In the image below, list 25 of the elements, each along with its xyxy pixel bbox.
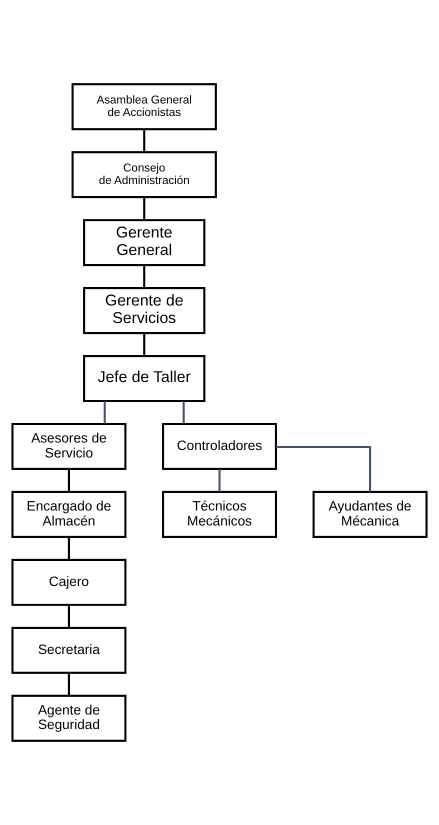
node-box: Agente de Seguridad [11, 694, 126, 742]
connector [68, 537, 70, 560]
node-box: Consejo de Administración [72, 151, 217, 198]
connector [143, 333, 146, 356]
connector [182, 401, 185, 424]
node-box: Encargado de Almacén [11, 490, 126, 538]
node-box: Asesores de Servicio [11, 422, 126, 470]
connector [68, 605, 70, 628]
connector [143, 197, 146, 220]
node-box: Secretaria [11, 626, 126, 674]
node-box: Gerente de Servicios [83, 287, 206, 334]
connector [68, 673, 70, 696]
connector [143, 265, 146, 288]
node-box: Gerente General [83, 219, 206, 266]
connector [276, 446, 372, 492]
connector [143, 129, 146, 152]
connector [218, 469, 221, 492]
connector [68, 469, 70, 492]
node-box: Jefe de Taller [83, 355, 206, 402]
node-box: Cajero [11, 558, 126, 606]
node-box: Controladores [162, 422, 277, 470]
node-box: Técnicos Mecánicos [162, 490, 277, 538]
node-box: Ayudantes de Mécanica [312, 490, 428, 538]
node-box: Asamblea General de Accionistas [72, 83, 217, 130]
connector [104, 401, 106, 424]
